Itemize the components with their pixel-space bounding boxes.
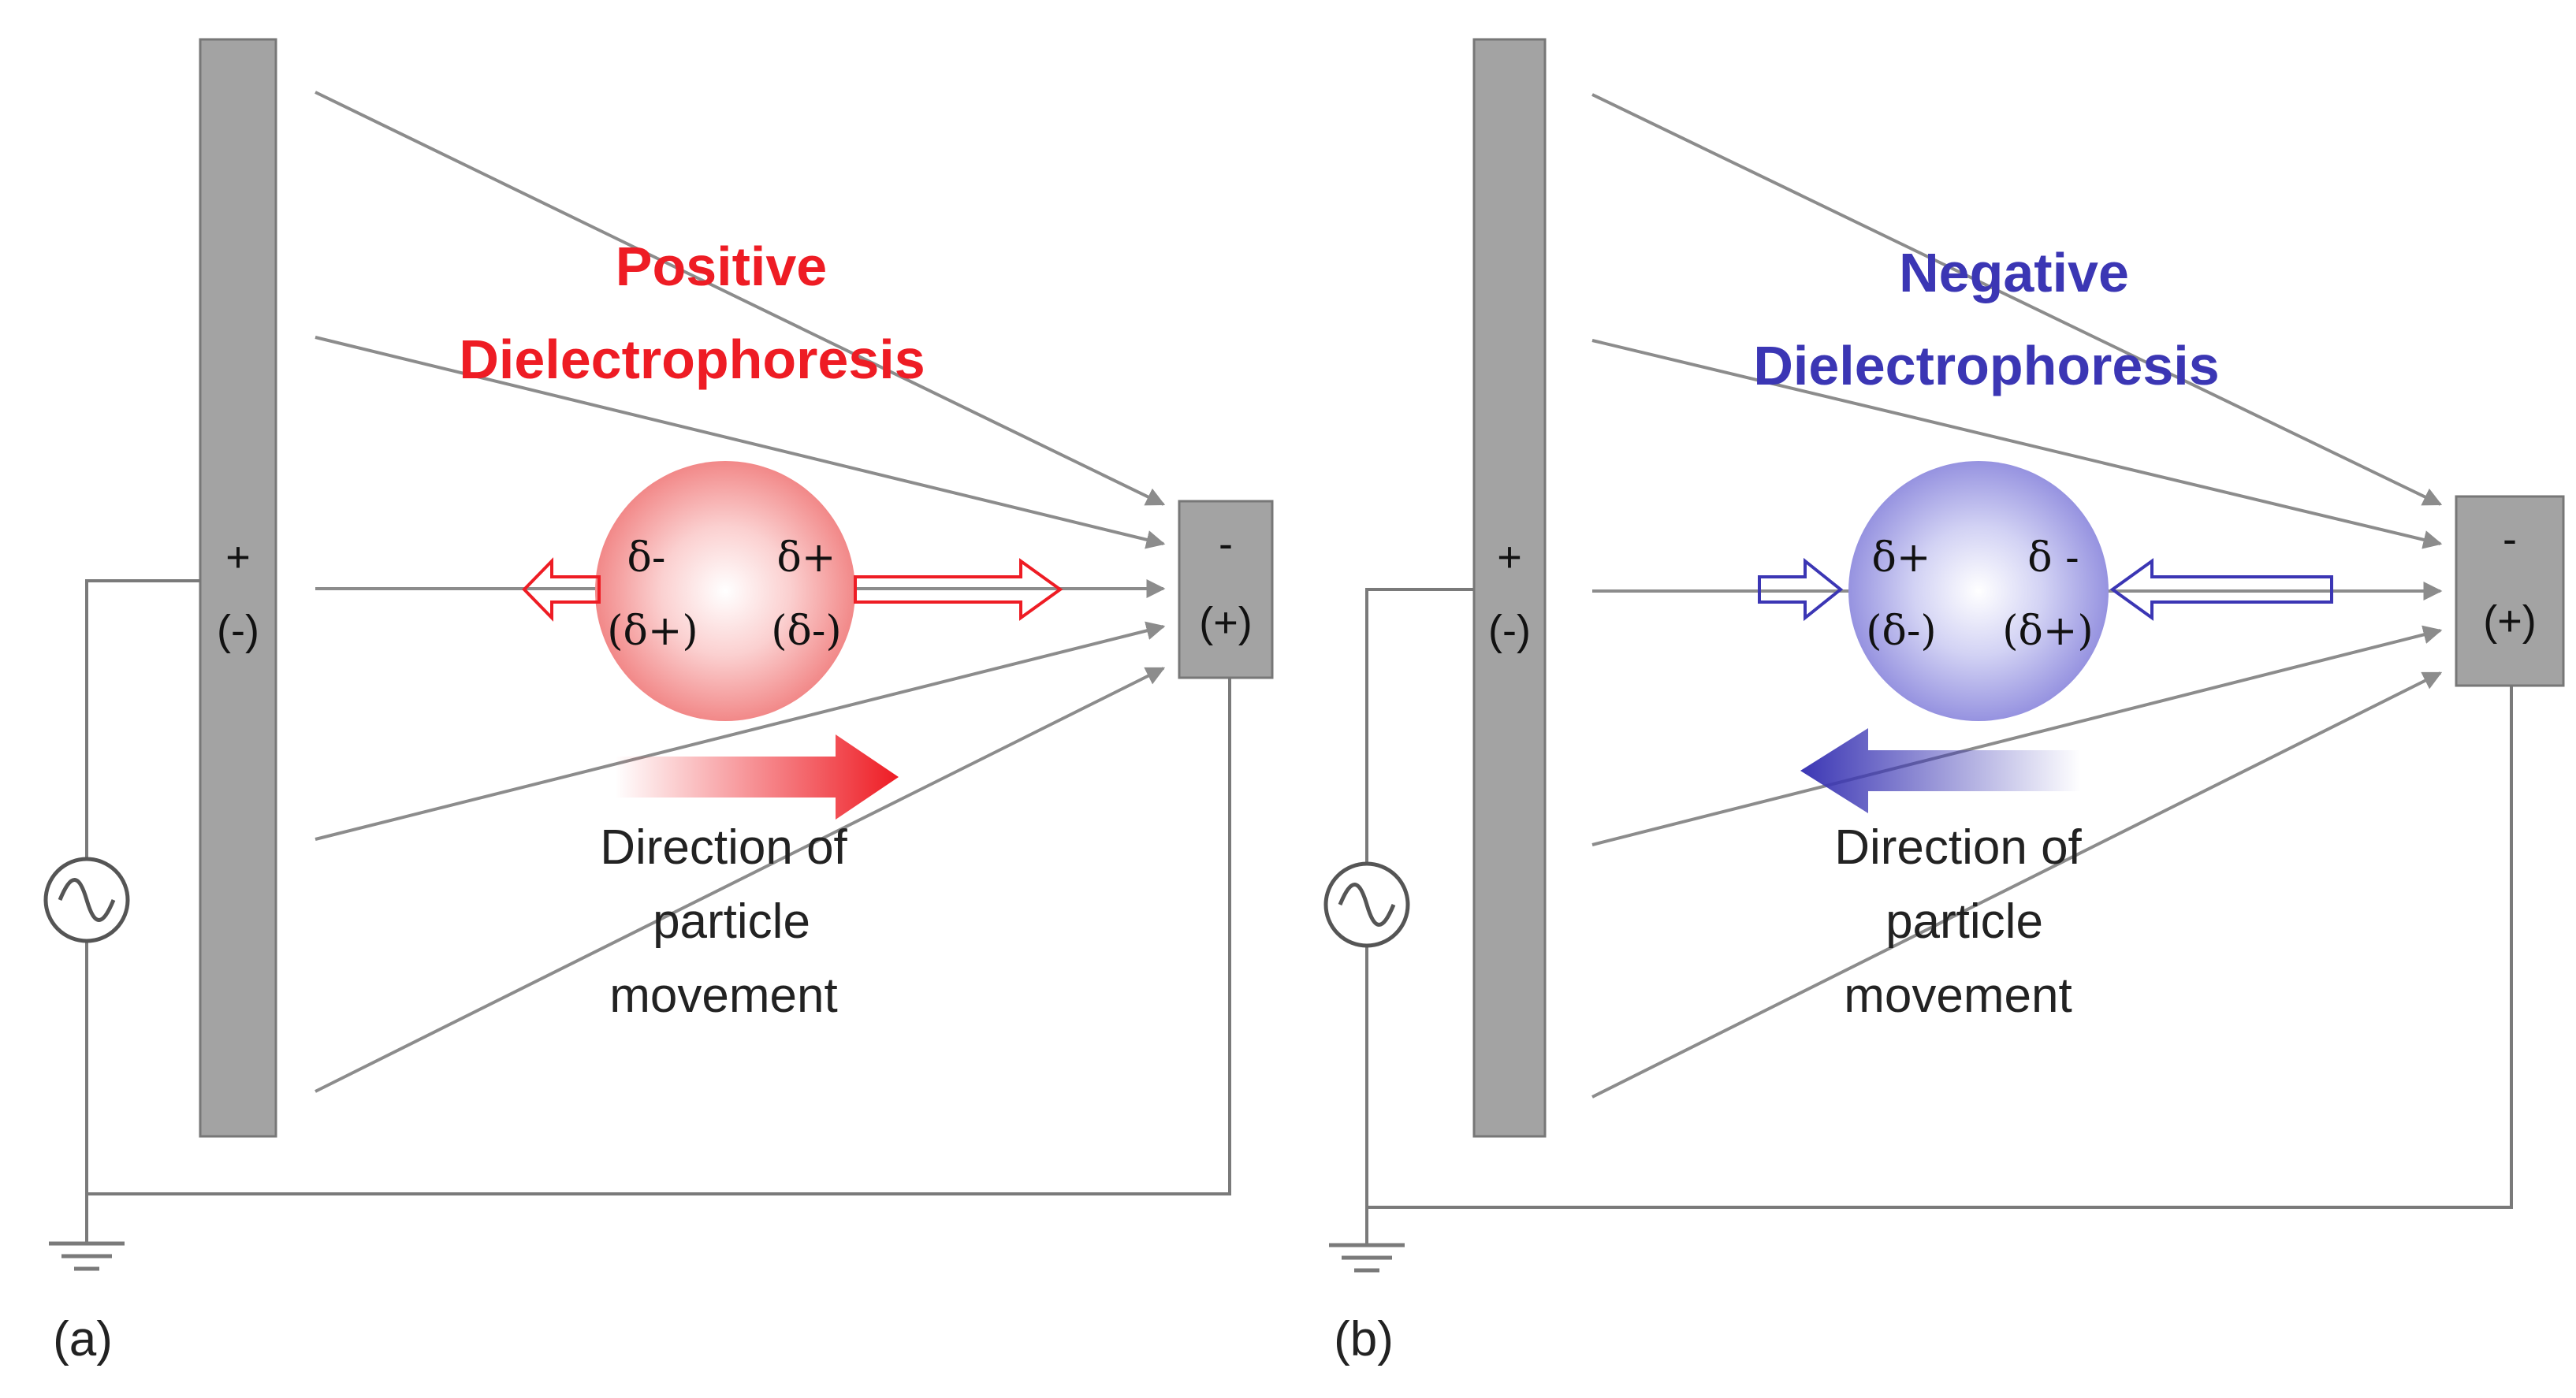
panel-label: (b)	[1334, 1312, 1394, 1366]
title-line-2: Dielectrophoresis	[459, 329, 925, 390]
panel-a: + (-) - (+) Positive Dielectrophoresis δ…	[43, 38, 1274, 1366]
caption-line-3: movement	[1844, 969, 2072, 1023]
caption-line-3: movement	[609, 969, 837, 1023]
panel-b: + (-) - (+) Negative Dielectrophoresis δ…	[1323, 38, 2565, 1366]
right-electrode-top-sign: -	[2503, 515, 2517, 563]
ground-icon	[49, 1241, 125, 1271]
left-electrode-top-sign: +	[1497, 534, 1522, 581]
charge-right-top: δ -	[2027, 534, 2079, 582]
right-electrode-bottom-sign: (+)	[2483, 597, 2537, 645]
field-line	[315, 621, 1166, 841]
field-line	[1591, 671, 2443, 1099]
field-line	[315, 336, 1166, 549]
circuit-wire	[85, 579, 1231, 1244]
particle	[1848, 461, 2109, 721]
charge-right-bottom: (δ+)	[2002, 608, 2093, 655]
right-electrode	[1178, 500, 1274, 679]
charge-left-top: δ-	[627, 534, 666, 582]
force-arrow-right	[854, 558, 1063, 621]
caption-line-2: particle	[1885, 894, 2043, 949]
right-electrode-top-sign: -	[1219, 520, 1233, 567]
movement-arrow	[1800, 728, 2081, 813]
charge-left-top: δ+	[1872, 534, 1931, 582]
left-electrode-top-sign: +	[225, 534, 251, 581]
caption-line-2: particle	[653, 894, 810, 949]
charge-right-bottom: (δ-)	[771, 608, 841, 655]
ground-icon	[1329, 1243, 1405, 1273]
title-line-1: Positive	[616, 236, 827, 297]
particle	[595, 461, 855, 721]
caption-line-1: Direction of	[1834, 820, 2082, 875]
left-electrode-bottom-sign: (-)	[1488, 607, 1531, 654]
right-electrode-bottom-sign: (+)	[1199, 599, 1253, 646]
field-line	[1591, 339, 2443, 549]
charge-left-bottom: (δ-)	[1866, 608, 1936, 655]
force-arrow-right	[2109, 558, 2333, 621]
left-electrode	[1472, 38, 1547, 1138]
panel-label: (a)	[53, 1312, 113, 1366]
charge-left-bottom: (δ+)	[607, 608, 698, 655]
charge-right-top: δ+	[777, 534, 836, 582]
force-arrow-left	[1758, 557, 1844, 622]
field-line	[315, 667, 1166, 1093]
left-electrode-bottom-sign: (-)	[217, 607, 259, 654]
title-line-1: Negative	[1899, 242, 2129, 303]
field-line	[1591, 93, 2443, 506]
field-line	[1591, 625, 2443, 846]
caption-line-1: Direction of	[600, 820, 847, 875]
title-line-2: Dielectrophoresis	[1753, 335, 2219, 396]
left-electrode	[199, 38, 277, 1138]
ac-source-icon	[43, 857, 130, 943]
force-arrow-left	[522, 557, 601, 622]
movement-arrow	[615, 734, 899, 820]
right-electrode	[2455, 495, 2565, 687]
ac-source-icon	[1323, 861, 1410, 948]
field-line	[315, 91, 1166, 506]
circuit-wire	[1365, 588, 2513, 1245]
